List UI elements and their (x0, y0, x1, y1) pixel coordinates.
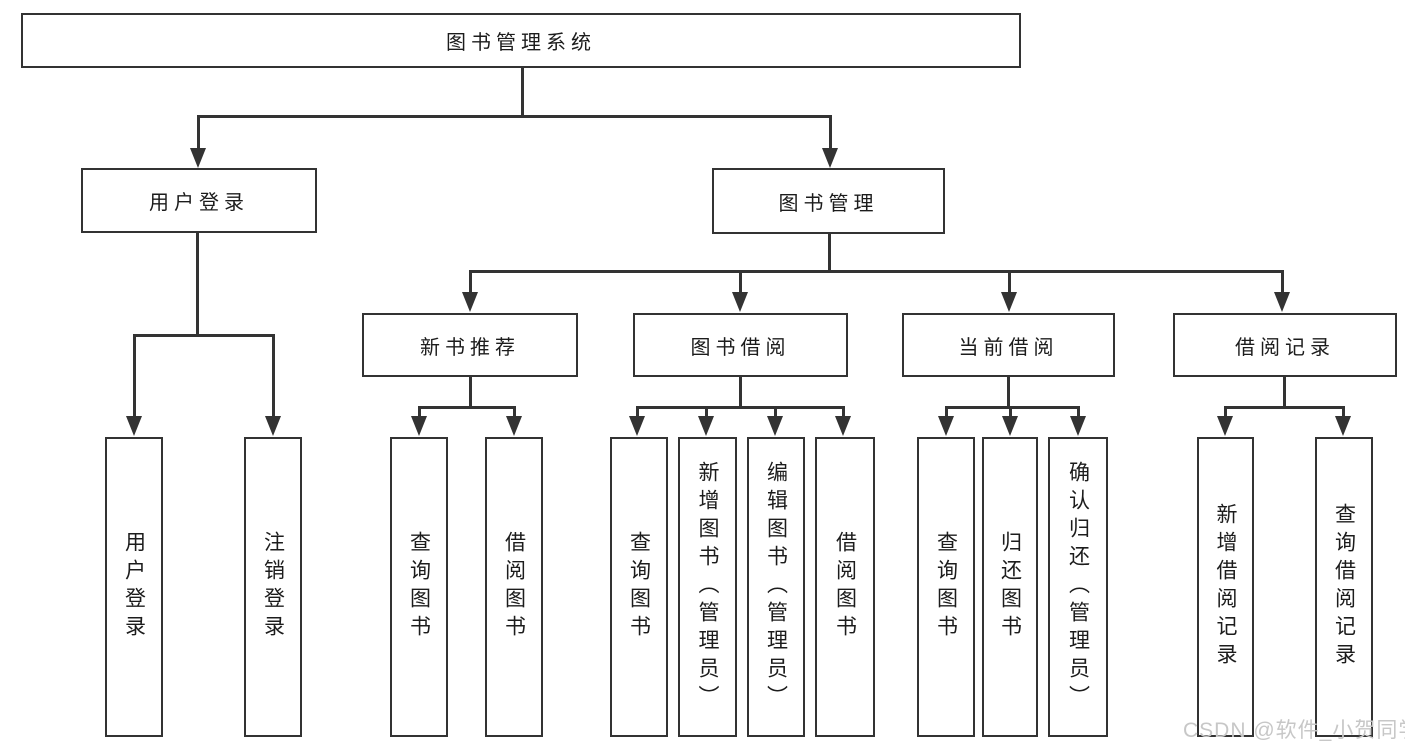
node-book-borrow: 图书借阅 (633, 313, 848, 377)
arrow-down-icon (938, 416, 954, 436)
connector-line (469, 270, 1283, 273)
connector-line (636, 406, 844, 409)
leaf-add-borrow-record: 新增借阅记录 (1197, 437, 1254, 737)
connector-line (945, 406, 948, 418)
leaf-query-borrow-record: 查询借阅记录 (1315, 437, 1373, 737)
node-book-management: 图书管理 (712, 168, 945, 234)
connector-line (272, 334, 275, 418)
connector-line (197, 115, 832, 118)
connector-line (197, 115, 200, 150)
arrow-down-icon (1002, 416, 1018, 436)
connector-line (469, 377, 472, 408)
arrow-down-icon (190, 148, 206, 168)
arrow-down-icon (732, 292, 748, 312)
node-borrow-records: 借阅记录 (1173, 313, 1397, 377)
connector-line (133, 334, 274, 337)
connector-line (133, 334, 136, 418)
arrow-down-icon (1335, 416, 1351, 436)
connector-line (705, 406, 708, 418)
leaf-query-books: 查询图书 (390, 437, 448, 737)
arrow-down-icon (126, 416, 142, 436)
leaf-add-books-admin: 新增图书（管理员） (678, 437, 737, 737)
arrow-down-icon (411, 416, 427, 436)
leaf-borrow-books: 借阅图书 (815, 437, 875, 737)
arrow-down-icon (462, 292, 478, 312)
leaf-confirm-return-admin: 确认归还（管理员） (1048, 437, 1108, 737)
connector-line (1224, 406, 1227, 418)
leaf-logout: 注销登录 (244, 437, 302, 737)
arrow-down-icon (265, 416, 281, 436)
leaf-edit-books-admin: 编辑图书（管理员） (747, 437, 805, 737)
arrow-down-icon (1070, 416, 1086, 436)
connector-line (196, 232, 199, 336)
connector-line (739, 270, 742, 294)
connector-line (1077, 406, 1080, 418)
connector-line (1009, 406, 1012, 418)
leaf-user-login: 用户登录 (105, 437, 163, 737)
arrow-down-icon (767, 416, 783, 436)
connector-line (842, 406, 845, 418)
connector-line (521, 68, 524, 117)
leaf-query-books: 查询图书 (610, 437, 668, 737)
connector-line (739, 377, 742, 408)
connector-line (1008, 270, 1011, 294)
node-user-login: 用户登录 (81, 168, 317, 233)
arrow-down-icon (506, 416, 522, 436)
leaf-query-books: 查询图书 (917, 437, 975, 737)
connector-line (636, 406, 639, 418)
connector-line (774, 406, 777, 418)
node-current-borrow: 当前借阅 (902, 313, 1115, 377)
connector-line (469, 270, 472, 294)
arrow-down-icon (1217, 416, 1233, 436)
connector-line (1283, 377, 1286, 408)
arrow-down-icon (1001, 292, 1017, 312)
connector-line (418, 406, 421, 418)
arrow-down-icon (698, 416, 714, 436)
connector-line (418, 406, 515, 409)
connector-line (829, 115, 832, 150)
connector-line (1281, 270, 1284, 294)
connector-line (945, 406, 1079, 409)
connector-line (1224, 406, 1344, 409)
connector-line (828, 234, 831, 272)
leaf-return-books: 归还图书 (982, 437, 1038, 737)
arrow-down-icon (822, 148, 838, 168)
connector-line (1007, 377, 1010, 408)
node-root-library-management-system: 图书管理系统 (21, 13, 1021, 68)
leaf-borrow-books: 借阅图书 (485, 437, 543, 737)
csdn-watermark: CSDN @软件_小贺同学 (1183, 719, 1405, 742)
arrow-down-icon (835, 416, 851, 436)
connector-line (513, 406, 516, 418)
arrow-down-icon (1274, 292, 1290, 312)
arrow-down-icon (629, 416, 645, 436)
node-new-book-recommend: 新书推荐 (362, 313, 578, 377)
connector-line (1342, 406, 1345, 418)
